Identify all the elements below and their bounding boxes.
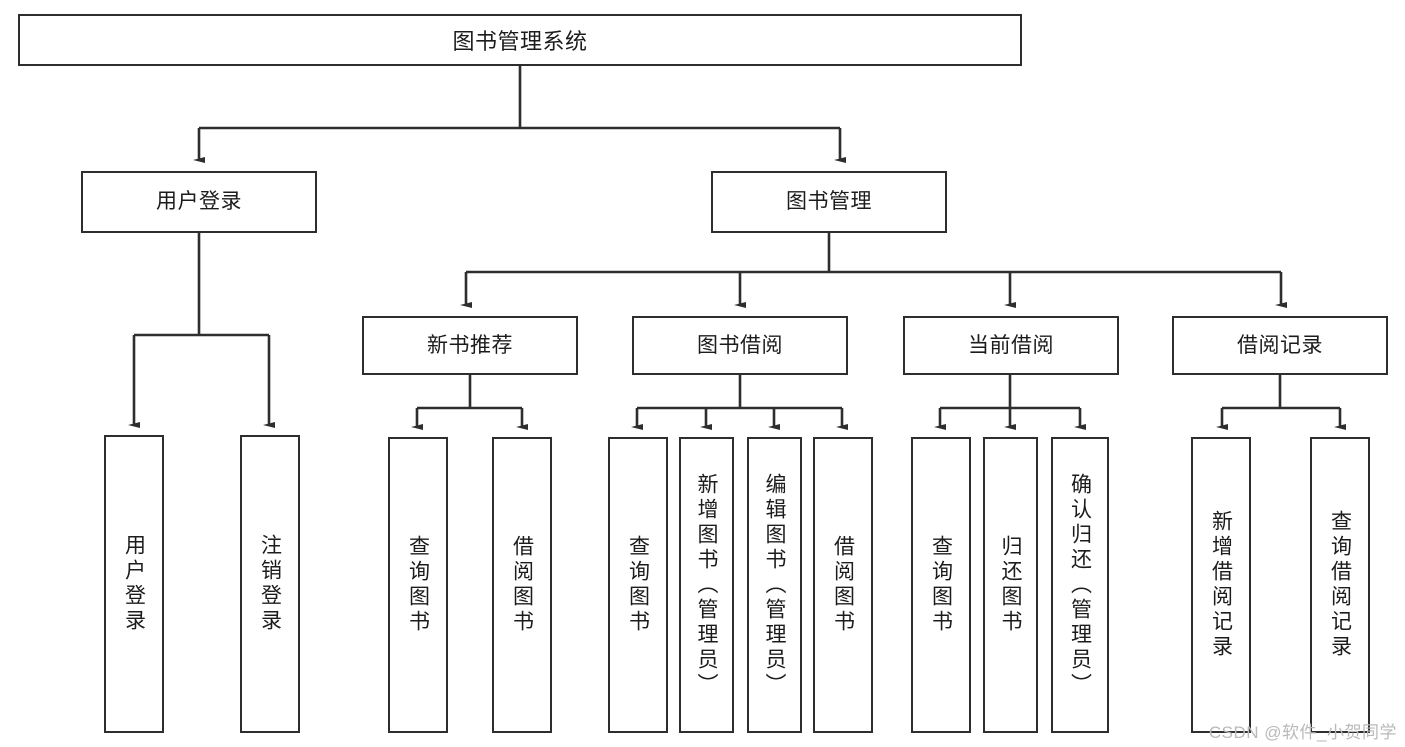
leaf-edit-book-admin[interactable]: 编辑图书（管理员） [747, 437, 802, 733]
leaf-return-book[interactable]: 归还图书 [983, 437, 1038, 733]
leaf-query-book-borrow[interactable]: 查询图书 [608, 437, 668, 733]
node-current-borrow[interactable]: 当前借阅 [903, 316, 1119, 375]
leaf-query-book-new-book[interactable]: 查询图书 [388, 437, 448, 733]
leaf-logout-login[interactable]: 注销登录 [240, 435, 300, 733]
node-borrow-record[interactable]: 借阅记录 [1172, 316, 1388, 375]
node-label: 借阅记录 [1237, 333, 1323, 357]
leaf-query-borrow-record[interactable]: 查询借阅记录 [1310, 437, 1370, 733]
node-label: 用户登录 [122, 534, 146, 634]
node-label: 注销登录 [258, 534, 282, 634]
node-label: 查询图书 [626, 535, 650, 635]
leaf-borrow-book-new-book[interactable]: 借阅图书 [492, 437, 552, 733]
node-label: 归还图书 [999, 535, 1022, 635]
node-label: 新增图书（管理员） [695, 472, 718, 698]
node-label: 查询借阅记录 [1328, 510, 1352, 660]
node-label: 当前借阅 [968, 333, 1054, 357]
node-label: 查询图书 [406, 535, 430, 635]
node-label: 编辑图书（管理员） [763, 472, 786, 698]
node-label: 图书借阅 [697, 333, 783, 357]
node-label: 确认归还（管理员） [1068, 472, 1092, 698]
csdn-watermark: CSDN @软件_小贺同学 [1208, 723, 1397, 742]
node-label: 查询图书 [929, 535, 953, 635]
node-label: 用户登录 [156, 190, 242, 214]
leaf-add-book-admin[interactable]: 新增图书（管理员） [679, 437, 734, 733]
node-book-manage[interactable]: 图书管理 [711, 171, 947, 233]
node-label: 图书管理 [786, 190, 872, 214]
leaf-add-borrow-record[interactable]: 新增借阅记录 [1191, 437, 1251, 733]
node-label: 图书管理系统 [452, 29, 588, 54]
node-root-book-management-system[interactable]: 图书管理系统 [18, 14, 1022, 66]
node-new-book-recommendation[interactable]: 新书推荐 [362, 316, 578, 375]
node-label: 新增借阅记录 [1209, 510, 1233, 660]
node-label: 借阅图书 [510, 535, 534, 635]
node-book-borrow[interactable]: 图书借阅 [632, 316, 848, 375]
leaf-confirm-return-admin[interactable]: 确认归还（管理员） [1051, 437, 1109, 733]
leaf-query-book-current[interactable]: 查询图书 [911, 437, 971, 733]
node-user-login[interactable]: 用户登录 [81, 171, 317, 233]
node-label: 新书推荐 [427, 333, 513, 357]
node-label: 借阅图书 [831, 535, 855, 635]
leaf-borrow-book-borrow[interactable]: 借阅图书 [813, 437, 873, 733]
leaf-user-login[interactable]: 用户登录 [104, 435, 164, 733]
